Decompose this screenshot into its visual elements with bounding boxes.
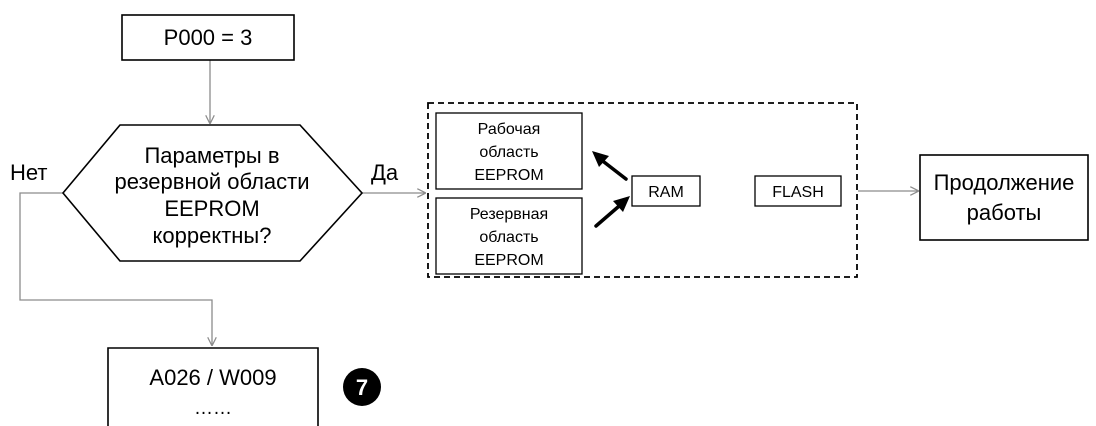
decision-line-3: EEPROM (164, 196, 259, 221)
error-ellipsis: …… (194, 398, 232, 419)
decision-line-1: Параметры в (144, 143, 279, 168)
reserve-area-line-3: EEPROM (474, 252, 543, 269)
work-area-line-3: EEPROM (474, 167, 543, 184)
ram-box: RAM (631, 175, 701, 207)
yes-label: Да (371, 160, 399, 185)
reserve-area-line-1: Резервная (470, 206, 548, 223)
work-area-line-2: область (479, 144, 538, 161)
work-area-line-1: Рабочая (478, 121, 541, 138)
work-area-box: Рабочая область EEPROM (435, 112, 583, 190)
flash-box: FLASH (754, 175, 842, 207)
continue-line-1: Продолжение (934, 170, 1075, 195)
continue-line-2: работы (967, 200, 1042, 225)
continue-block: Продолжение работы (919, 154, 1089, 241)
step-badge-number: 7 (356, 375, 368, 400)
error-code-label: A026 / W009 (149, 365, 276, 390)
memory-group: Рабочая область EEPROM Резервная область… (427, 102, 858, 278)
decision-line-4: корректны? (153, 223, 272, 248)
connectors (19, 60, 918, 345)
ram-label: RAM (648, 184, 684, 201)
decision-line-2: резервной области (114, 169, 309, 194)
memory-group-frame (427, 102, 858, 278)
decision-block: Параметры в резервной области EEPROM кор… (61, 124, 364, 262)
no-branch-arrow (19, 192, 212, 345)
start-block: P000 = 3 (121, 14, 295, 61)
no-label: Нет (10, 160, 47, 185)
step-badge: 7 (343, 368, 381, 406)
reserve-area-line-2: область (479, 229, 538, 246)
error-block: A026 / W009 …… (107, 347, 319, 426)
reserve-to-ram-arrow (594, 196, 630, 228)
start-block-label: P000 = 3 (164, 25, 253, 50)
ram-to-work-area-arrow (592, 151, 628, 181)
reserve-area-box: Резервная область EEPROM (435, 197, 583, 275)
flash-label: FLASH (772, 184, 824, 201)
